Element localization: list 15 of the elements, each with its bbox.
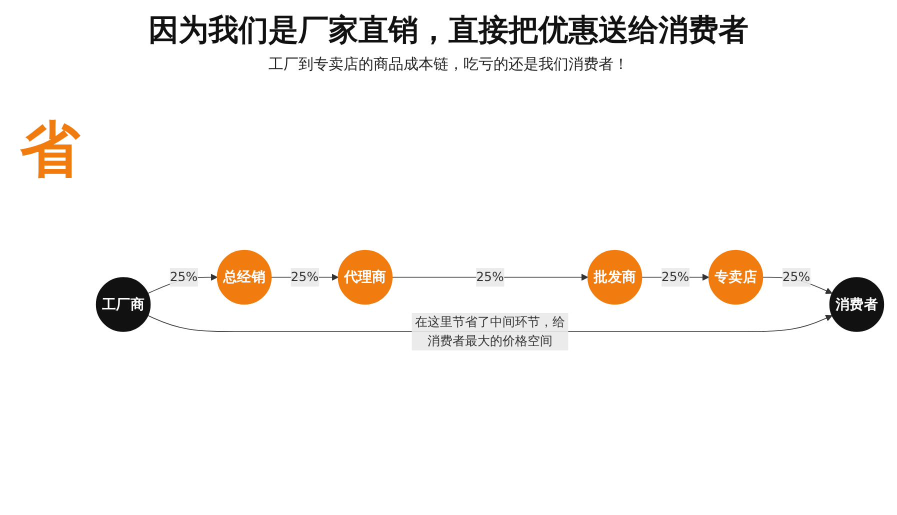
edge-label: 在这里节省了中间环节，给消费者最大的价格空间 <box>414 314 566 348</box>
node-circle: 工厂商 <box>96 276 151 332</box>
edge-label: 25% <box>782 269 810 284</box>
node-circle: 代理商 <box>338 250 393 304</box>
edge-label: 25% <box>661 269 690 284</box>
node-circle: 批发商 <box>587 250 642 304</box>
title: 因为我们是厂家直销，直接把优惠送给消费者 <box>148 12 750 50</box>
subtitle: 工厂到专卖店的商品成本链，吃亏的还是我们消费者！ <box>268 55 630 74</box>
big-character: 省 <box>20 114 80 187</box>
edge-label: 25% <box>476 269 504 284</box>
edge-label: 25% <box>170 269 198 284</box>
node-circle: 总经销 <box>216 250 272 304</box>
node-circle: 专卖店 <box>708 250 764 304</box>
edge-label: 25% <box>290 269 319 284</box>
node-circle: 消费者 <box>829 276 884 332</box>
